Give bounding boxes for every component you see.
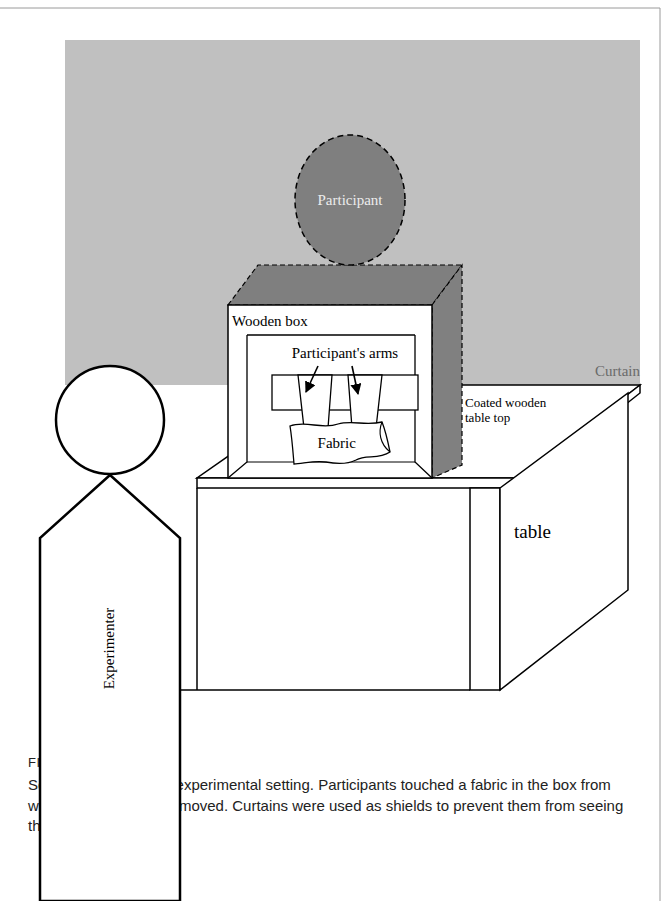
table-label: table <box>514 521 551 543</box>
tabletop-label: Coated wooden table top <box>465 396 551 426</box>
table-side <box>500 393 628 690</box>
box-top <box>228 265 462 305</box>
box-inner-edge <box>228 335 247 478</box>
leader-arrow <box>352 366 358 394</box>
table-edge <box>197 478 520 488</box>
node-label: Fabric <box>318 435 356 452</box>
fabric-sheet: Fabric <box>286 418 394 468</box>
box-label: Wooden box <box>232 313 308 330</box>
arm-opening <box>272 375 418 410</box>
frame-line <box>660 8 661 901</box>
box-front <box>228 305 432 478</box>
participant-head: Participant <box>293 133 407 267</box>
experimenter-figure: Experimenter <box>35 363 185 901</box>
table-leg <box>196 488 198 690</box>
participant-arm <box>348 375 382 428</box>
box-side <box>432 265 462 478</box>
participant-arm <box>298 375 332 428</box>
arms-label: Participant's arms <box>292 345 398 362</box>
curtain-label: Curtain <box>595 363 640 380</box>
leader-arrow <box>306 366 318 392</box>
table-leg <box>470 488 500 690</box>
frame-line <box>0 8 660 9</box>
node-label: Experimenter <box>101 607 118 689</box>
node-label: Participant <box>318 192 383 209</box>
box-inner-edge <box>247 334 415 335</box>
